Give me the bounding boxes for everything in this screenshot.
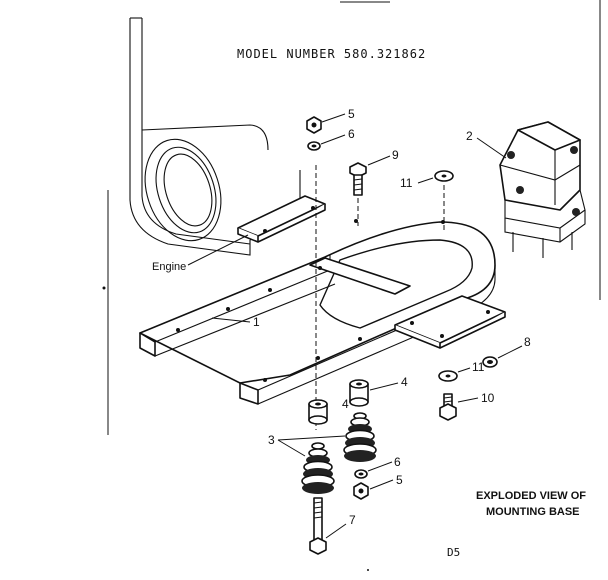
callout-11a-leader bbox=[417, 177, 434, 184]
callout-4a-leader bbox=[369, 382, 399, 391]
callout-7: 7 bbox=[349, 513, 356, 527]
callout-11b-leader bbox=[457, 367, 471, 373]
callout-11b: 11 bbox=[472, 360, 485, 374]
motor-block bbox=[499, 121, 586, 258]
rubber-mount-upper bbox=[343, 412, 377, 462]
callout-9: 9 bbox=[392, 148, 399, 162]
callout-2-leader bbox=[476, 137, 507, 159]
spacer-lower bbox=[308, 399, 328, 425]
callout-3-leader-a bbox=[277, 435, 346, 441]
flat-washer-top bbox=[434, 170, 454, 182]
callout-7-leader bbox=[325, 523, 347, 539]
mounting-base-frame bbox=[139, 219, 506, 405]
spacer-upper bbox=[349, 379, 369, 407]
callout-9-leader bbox=[367, 155, 391, 166]
bolt-9 bbox=[349, 162, 367, 196]
nut-lower bbox=[353, 482, 369, 500]
callout-5a: 5 bbox=[348, 107, 355, 121]
bolt-7 bbox=[309, 497, 327, 555]
callout-5b: 5 bbox=[396, 473, 403, 487]
callout-6b: 6 bbox=[394, 455, 401, 469]
callout-6b-leader bbox=[367, 461, 393, 472]
callout-1-leader bbox=[211, 317, 251, 323]
speck-dot bbox=[367, 569, 369, 571]
lock-washer-top bbox=[307, 141, 321, 151]
engine-label: Engine bbox=[152, 261, 186, 273]
callout-3: 3 bbox=[268, 433, 275, 447]
bolt-10 bbox=[439, 393, 457, 421]
callout-10: 10 bbox=[481, 391, 495, 405]
callout-2: 2 bbox=[466, 129, 473, 143]
callout-4a: 4 bbox=[401, 375, 408, 389]
lock-washer-right bbox=[482, 356, 498, 368]
callout-1: 1 bbox=[253, 315, 260, 329]
caption-line-2: MOUNTING BASE bbox=[486, 506, 580, 518]
callout-8-leader bbox=[497, 345, 523, 359]
callout-4b: 4 bbox=[342, 397, 349, 411]
callout-6a-leader bbox=[320, 134, 346, 145]
margin-dot bbox=[102, 286, 106, 290]
model-number-text: MODEL NUMBER 580.321862 bbox=[237, 47, 426, 61]
lock-washer-lower bbox=[354, 469, 368, 479]
callout-6a: 6 bbox=[348, 127, 355, 141]
callout-5a-leader bbox=[321, 113, 346, 123]
engine-housing bbox=[129, 17, 326, 256]
page-code: D5 bbox=[447, 546, 460, 559]
callout-8: 8 bbox=[524, 335, 531, 349]
callout-5b-leader bbox=[369, 479, 394, 490]
callout-10-leader bbox=[457, 397, 479, 403]
caption-line-1: EXPLODED VIEW OF bbox=[476, 490, 586, 502]
nut-top bbox=[306, 116, 322, 134]
engine-leader bbox=[187, 234, 249, 266]
callout-3-leader-b bbox=[277, 439, 306, 457]
flat-washer-right bbox=[438, 370, 458, 382]
rubber-mount-lower bbox=[301, 442, 335, 494]
callout-11a: 11 bbox=[400, 176, 413, 190]
